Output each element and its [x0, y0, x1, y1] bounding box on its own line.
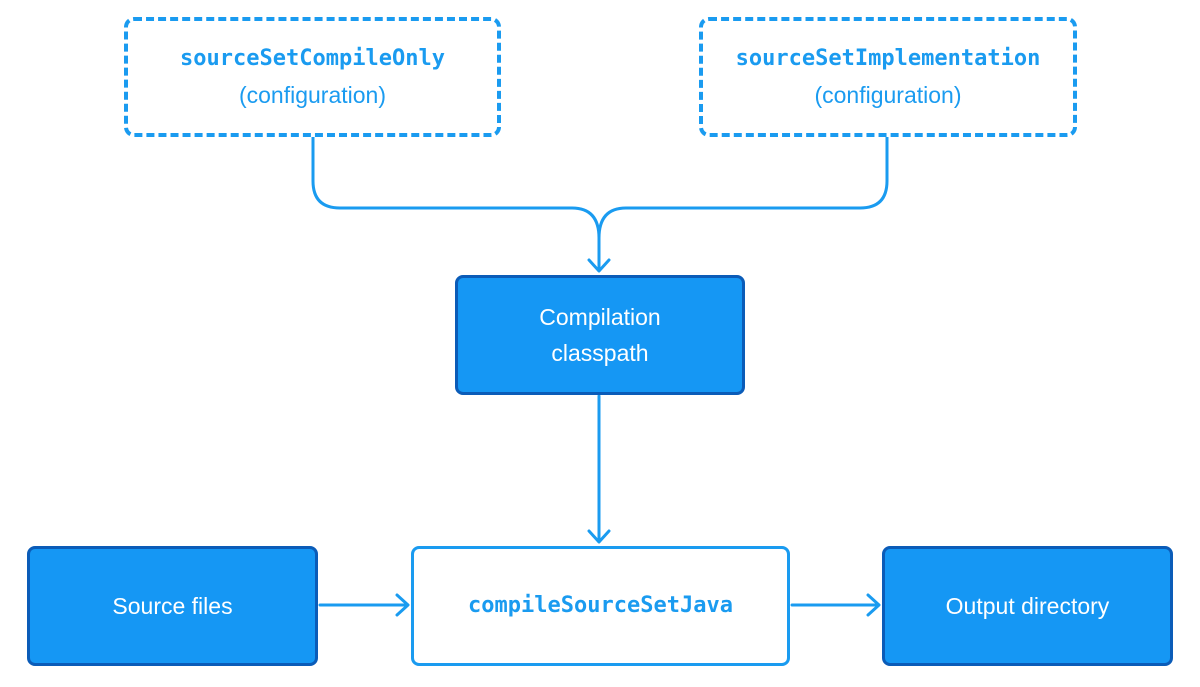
node-output-directory-label: Output directory — [945, 593, 1110, 619]
node-classpath-line2: classpath — [551, 340, 649, 366]
node-compileonly-kind: (configuration) — [238, 82, 387, 108]
node-implementation-config: sourceSetImplementation (configuration) — [699, 17, 1077, 137]
node-source-files-label: Source files — [112, 593, 233, 619]
node-implementation-kind: (configuration) — [814, 82, 962, 108]
arrowhead-sources-in — [395, 593, 410, 617]
arrowhead-output-in — [866, 593, 881, 617]
arrowhead-compile-in — [587, 529, 611, 544]
node-classpath-line1: Compilation — [539, 304, 661, 330]
node-implementation-name: sourceSetImplementation — [735, 46, 1041, 71]
node-source-files: Source files — [27, 546, 318, 666]
node-compilation-classpath: Compilation classpath — [455, 275, 745, 395]
node-compileonly-config: sourceSetCompileOnly (configuration) — [124, 17, 501, 137]
node-compileonly-name: sourceSetCompileOnly — [180, 46, 445, 71]
edge-implementation-to-classpath — [597, 135, 889, 240]
edge-compileonly-to-classpath — [311, 135, 601, 272]
arrowhead-classpath-in — [587, 258, 611, 273]
node-compile-task: compileSourceSetJava — [411, 546, 790, 666]
node-compile-task-label: compileSourceSetJava — [468, 593, 733, 618]
node-output-directory: Output directory — [882, 546, 1173, 666]
